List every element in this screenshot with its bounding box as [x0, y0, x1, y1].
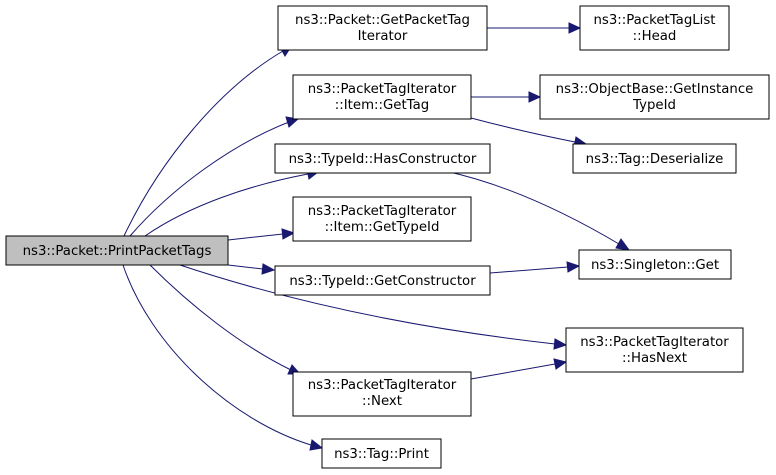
edge-printpackettags-to-hasnext — [179, 264, 568, 350]
node-item-gettypeid[interactable]: ns3::PacketTagIterator ::Item::GetTypeId — [292, 196, 472, 242]
node-typeid-hasconstructor[interactable]: ns3::TypeId::HasConstructor — [274, 143, 491, 174]
node-packettaglist-head[interactable]: ns3::PacketTagList ::Head — [579, 5, 730, 51]
edge-printpackettags-to-getpackettagiterator — [123, 44, 294, 237]
edges — [122, 22, 631, 451]
edge-printpackettags-to-typeid-hasconstructor — [144, 168, 320, 237]
node-tag-print[interactable]: ns3::Tag::Print — [321, 438, 442, 469]
edge-getpackettagiterator-to-head — [487, 22, 582, 34]
edge-item-gettag-to-getinstancetypeid — [471, 91, 542, 103]
edge-next-to-hasnext — [470, 358, 568, 380]
node-getpackettagiterator-label-2: Iterator — [358, 29, 408, 44]
node-next-label-1: ns3::PacketTagIterator — [308, 378, 457, 393]
node-printpackettags[interactable]: ns3::Packet::PrintPacketTags — [5, 235, 229, 266]
node-item-gettag[interactable]: ns3::PacketTagIterator ::Item::GetTag — [292, 74, 472, 120]
edge-item-gettag-to-deserialize — [470, 117, 588, 148]
node-tag-deserialize[interactable]: ns3::Tag::Deserialize — [572, 143, 737, 174]
node-hasnext[interactable]: ns3::PacketTagIterator ::HasNext — [565, 327, 744, 373]
node-printpackettags-label: ns3::Packet::PrintPacketTags — [23, 244, 212, 259]
node-getpackettagiterator[interactable]: ns3::Packet::GetPacketTag Iterator — [277, 5, 488, 51]
node-packettaglist-head-label-1: ns3::PacketTagList — [593, 13, 715, 28]
node-item-gettag-label-1: ns3::PacketTagIterator — [308, 82, 457, 97]
node-getinstancetypeid-label-1: ns3::ObjectBase::GetInstance — [556, 82, 754, 97]
node-typeid-getconstructor[interactable]: ns3::TypeId::GetConstructor — [274, 265, 491, 296]
node-hasnext-label-1: ns3::PacketTagIterator — [580, 335, 729, 350]
node-packettaglist-head-label-2: ::Head — [633, 29, 677, 44]
node-getinstancetypeid-label-2: TypeId — [632, 98, 676, 113]
node-tag-deserialize-label: ns3::Tag::Deserialize — [586, 152, 724, 167]
edge-hasconstructor-to-singleton-get — [444, 170, 631, 251]
edge-printpackettags-to-item-gettag — [129, 116, 300, 237]
node-typeid-hasconstructor-label: ns3::TypeId::HasConstructor — [289, 152, 477, 167]
node-item-gettypeid-label-2: ::Item::GetTypeId — [325, 220, 440, 235]
node-next-label-2: ::Next — [362, 394, 402, 409]
node-item-gettag-label-2: ::Item::GetTag — [335, 98, 429, 113]
node-getinstancetypeid[interactable]: ns3::ObjectBase::GetInstance TypeId — [539, 74, 770, 120]
edge-printpackettags-to-typeid-getconstructor — [227, 263, 276, 275]
node-tag-print-label: ns3::Tag::Print — [334, 447, 429, 462]
edge-printpackettags-to-tag-print — [122, 264, 324, 451]
node-getpackettagiterator-label-1: ns3::Packet::GetPacketTag — [295, 13, 470, 28]
node-next[interactable]: ns3::PacketTagIterator ::Next — [292, 371, 472, 417]
node-singleton-get[interactable]: ns3::Singleton::Get — [578, 249, 732, 280]
node-singleton-get-label: ns3::Singleton::Get — [591, 258, 719, 273]
edge-getconstructor-to-singleton-get — [489, 261, 581, 274]
edge-printpackettags-to-item-gettypeid — [227, 228, 296, 241]
node-hasnext-label-2: ::HasNext — [622, 351, 687, 366]
node-typeid-getconstructor-label: ns3::TypeId::GetConstructor — [289, 274, 476, 289]
node-item-gettypeid-label-1: ns3::PacketTagIterator — [308, 204, 457, 219]
